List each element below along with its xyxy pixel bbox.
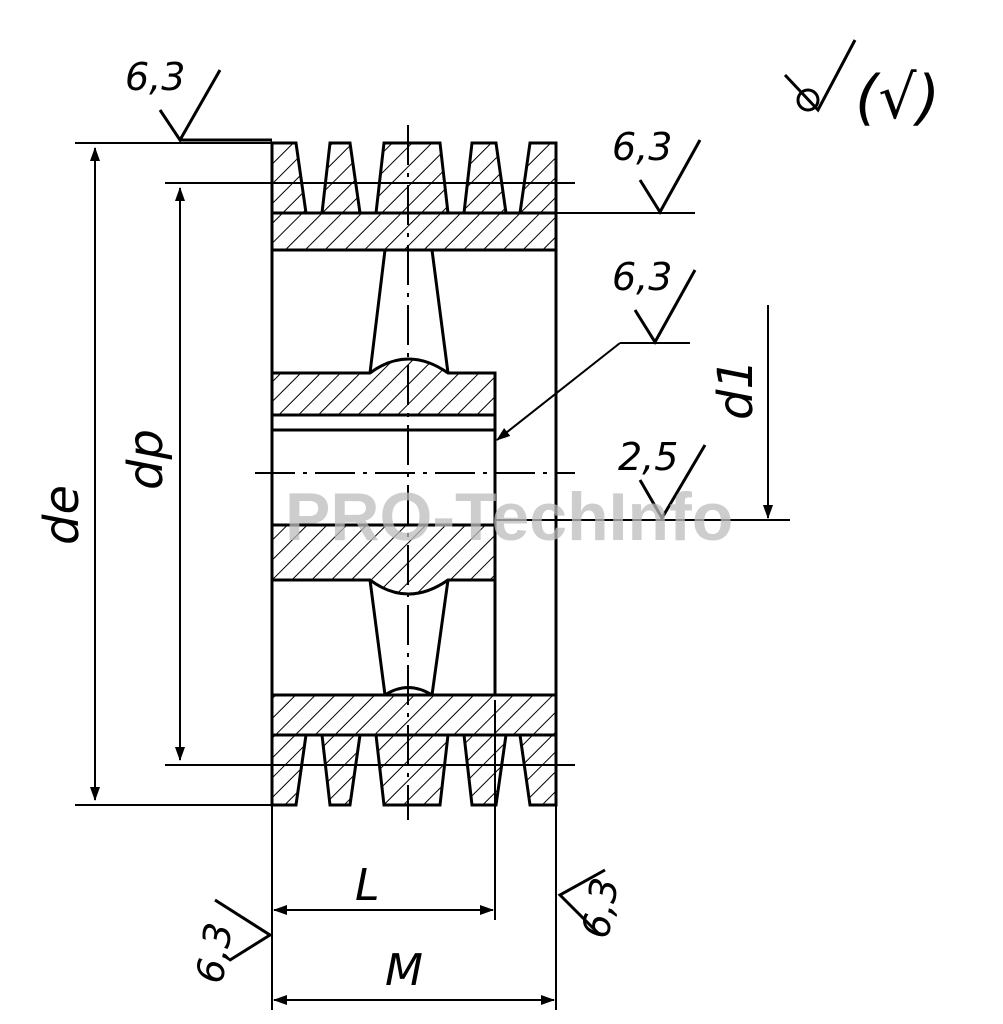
dimension-L: L [355,860,380,911]
roughness-label-top-right: 6,3 [612,125,672,169]
dimension-d1: d1 [708,359,764,420]
dimension-lines [75,142,790,1010]
roughness-label-top-left: 6,3 [125,55,185,99]
roughness-label-bore: 6,3 [612,255,672,299]
roughness-label-bottom-left: 6,3 [188,919,242,986]
watermark: PRO-TechInfo [285,479,733,555]
dimension-dp: dp [118,429,174,490]
center-lines [255,125,575,820]
pulley-outline [270,141,558,807]
labels: 6,3 6,3 6,3 2,5 6,3 6,3 (√) de dp d1 L M… [34,55,940,996]
dimension-M: M [385,945,423,996]
roughness-label-bottom-right: 6,3 [574,874,628,941]
roughness-symbols [158,39,857,962]
roughness-label-keyway: 2,5 [618,435,678,479]
general-roughness-bracket: (√) [855,63,940,133]
dimension-de: de [34,485,90,545]
